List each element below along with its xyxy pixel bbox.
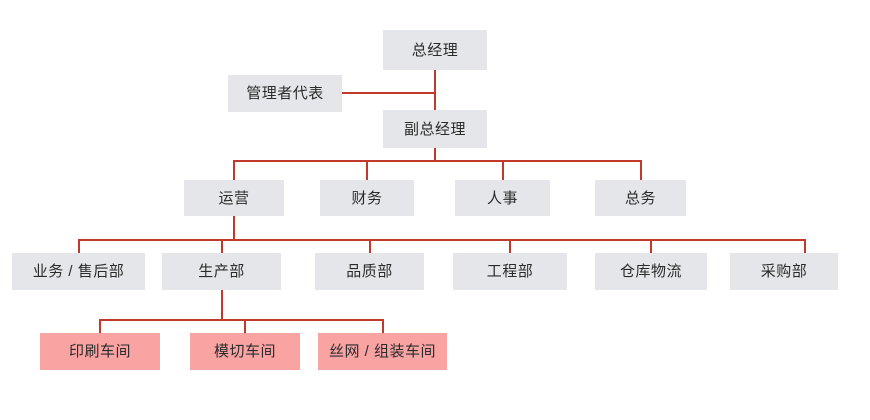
connector-management-rep-to-trunk — [342, 92, 435, 94]
connector-level3-riser-operations — [233, 160, 235, 180]
node-silkscreen-assembly-workshop[interactable]: 丝网 / 组装车间 — [318, 333, 447, 370]
node-purchasing[interactable]: 采购部 — [730, 253, 838, 290]
connector-level4-riser-sales-aftersales — [78, 239, 80, 254]
node-deputy-general-manager[interactable]: 副总经理 — [383, 110, 487, 148]
node-general-affairs[interactable]: 总务 — [595, 180, 686, 216]
connector-level5-riser-diecutting — [244, 319, 246, 334]
connector-level4-bus — [78, 239, 806, 241]
connector-level5-riser-silkscreen-assembly — [382, 319, 384, 334]
node-quality[interactable]: 品质部 — [315, 253, 424, 290]
connector-general-manager-to-deputy — [434, 70, 436, 110]
connector-level4-riser-engineering — [509, 239, 511, 254]
node-production[interactable]: 生产部 — [162, 253, 281, 290]
connector-production-drop — [221, 290, 223, 320]
node-printing-workshop[interactable]: 印刷车间 — [40, 333, 160, 370]
node-warehouse-logistics[interactable]: 仓库物流 — [595, 253, 707, 290]
node-diecutting-workshop[interactable]: 模切车间 — [190, 333, 300, 370]
connector-level4-riser-quality — [369, 239, 371, 254]
connector-level4-riser-production — [221, 239, 223, 254]
connector-level3-bus — [233, 160, 642, 162]
node-operations[interactable]: 运营 — [184, 180, 284, 216]
connector-level4-riser-purchasing — [804, 239, 806, 254]
connector-level3-riser-general-affairs — [640, 160, 642, 180]
node-human-resources[interactable]: 人事 — [455, 180, 550, 216]
connector-level3-riser-finance — [366, 160, 368, 180]
connector-level5-bus — [99, 319, 383, 321]
connector-deputy-drop — [434, 148, 436, 162]
connector-level5-riser-printing — [99, 319, 101, 334]
node-management-representative[interactable]: 管理者代表 — [228, 75, 342, 112]
connector-level4-riser-warehouse-logistics — [650, 239, 652, 254]
node-sales-aftersales[interactable]: 业务 / 售后部 — [12, 253, 145, 290]
node-engineering[interactable]: 工程部 — [453, 253, 567, 290]
connector-level3-riser-hr — [502, 160, 504, 180]
connector-operations-drop — [233, 216, 235, 241]
node-general-manager[interactable]: 总经理 — [383, 30, 487, 70]
node-finance[interactable]: 财务 — [320, 180, 414, 216]
